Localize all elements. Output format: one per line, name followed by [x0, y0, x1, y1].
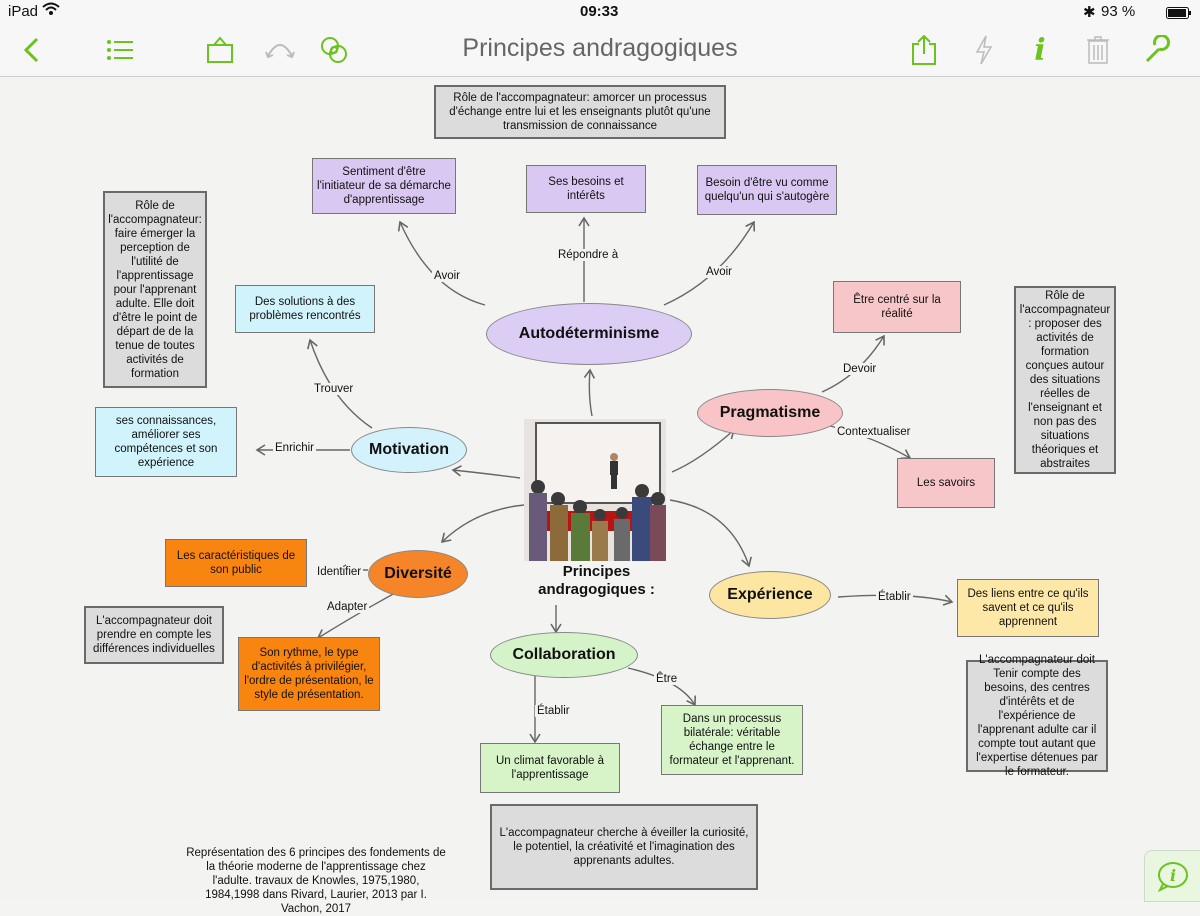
- presentation-image-icon: [524, 419, 666, 561]
- role-note-left[interactable]: Rôle de l'accompagnateur: faire émerger …: [103, 191, 207, 388]
- node-experience[interactable]: Expérience: [709, 571, 831, 619]
- label-devoir: Devoir: [841, 363, 879, 375]
- lightning-icon[interactable]: [964, 30, 1004, 70]
- clock: 09:33: [580, 3, 619, 20]
- node-autodeterminisme[interactable]: Autodéterminisme: [486, 303, 692, 365]
- besoins-box[interactable]: Ses besoins et intérêts: [526, 165, 646, 213]
- differences-note[interactable]: L'accompagnateur doit prendre en compte …: [84, 606, 224, 664]
- label-enrichir: Enrichir: [273, 442, 316, 454]
- savoirs-box[interactable]: Les savoirs: [897, 458, 995, 508]
- back-icon[interactable]: [12, 30, 52, 70]
- wrench-icon[interactable]: [1138, 30, 1178, 70]
- document-title: Principes andragogiques: [462, 34, 738, 62]
- role-note-top[interactable]: Rôle de l'accompagnateur: amorcer un pro…: [434, 85, 726, 139]
- trash-icon[interactable]: [1078, 30, 1118, 70]
- label-contextualiser: Contextualiser: [835, 426, 913, 438]
- label-avoir-2: Avoir: [704, 266, 734, 278]
- rythme-box[interactable]: Son rythme, le type d'activités à privil…: [238, 637, 380, 711]
- curiosite-note[interactable]: L'accompagnateur cherche à éveiller la c…: [490, 804, 758, 890]
- toolbar: Principes andragogiques i: [0, 24, 1200, 77]
- label-identifier: Identifier: [315, 566, 364, 578]
- source-caption: Représentation des 6 principes des fonde…: [186, 847, 446, 915]
- node-collaboration[interactable]: Collaboration: [490, 632, 638, 678]
- label-trouver: Trouver: [312, 383, 356, 395]
- info-bubble-button[interactable]: i: [1144, 850, 1200, 902]
- label-adapter: Adapter: [325, 601, 370, 613]
- bilaterale-box[interactable]: Dans un processus bilatérale: véritable …: [661, 705, 803, 775]
- connaissances-box[interactable]: ses connaissances, améliorer ses compéte…: [95, 407, 237, 477]
- realite-box[interactable]: Être centré sur la réalité: [833, 281, 961, 333]
- label-etre: Être: [654, 673, 680, 685]
- initiateur-box[interactable]: Sentiment d'être l'initiateur de sa déma…: [312, 158, 456, 214]
- battery-percent: 93 %: [1101, 3, 1136, 20]
- outline-icon[interactable]: [100, 30, 140, 70]
- device-name: iPad: [8, 3, 39, 20]
- node-motivation[interactable]: Motivation: [351, 427, 467, 473]
- solutions-box[interactable]: Des solutions à des problèmes rencontrés: [235, 285, 375, 333]
- label-etablir-1: Établir: [876, 591, 913, 603]
- climat-box[interactable]: Un climat favorable à l'apprentissage: [480, 743, 620, 793]
- info-icon[interactable]: i: [1034, 32, 1046, 68]
- status-bar: iPad 09:33 ✱ 93 %: [0, 0, 1200, 24]
- central-title[interactable]: Principes andragogiques :: [538, 563, 655, 598]
- label-etablir-2: Établir: [535, 705, 572, 717]
- bluetooth-icon: ✱: [1083, 4, 1096, 21]
- battery-icon: [1166, 6, 1192, 23]
- chat-info-icon: i: [1157, 862, 1188, 892]
- autogere-box[interactable]: Besoin d'être vu comme quelqu'un qui s'a…: [697, 165, 837, 215]
- role-note-right[interactable]: Rôle de l'accompagnateur : proposer des …: [1014, 286, 1116, 474]
- share-icon[interactable]: [904, 30, 944, 70]
- liens-box[interactable]: Des liens entre ce qu'ils savent et ce q…: [957, 579, 1099, 637]
- style-icon[interactable]: [314, 30, 354, 70]
- node-pragmatisme[interactable]: Pragmatisme: [697, 389, 843, 437]
- mind-map-canvas[interactable]: Rôle de l'accompagnateur: amorcer un pro…: [0, 77, 1200, 915]
- document-icon[interactable]: [200, 30, 240, 70]
- node-diversite[interactable]: Diversité: [368, 550, 468, 598]
- svg-text:i: i: [1170, 866, 1176, 885]
- wifi-icon: [42, 2, 60, 20]
- besoins-experience-note[interactable]: L'accompagnateur doit Tenir compte des b…: [966, 654, 1108, 778]
- central-illustration: [524, 419, 666, 561]
- redo-icon[interactable]: [260, 30, 300, 70]
- label-repondre: Répondre à: [556, 249, 621, 261]
- caracteristiques-box[interactable]: Les caractéristiques de son public: [165, 539, 307, 587]
- label-avoir-1: Avoir: [432, 270, 462, 282]
